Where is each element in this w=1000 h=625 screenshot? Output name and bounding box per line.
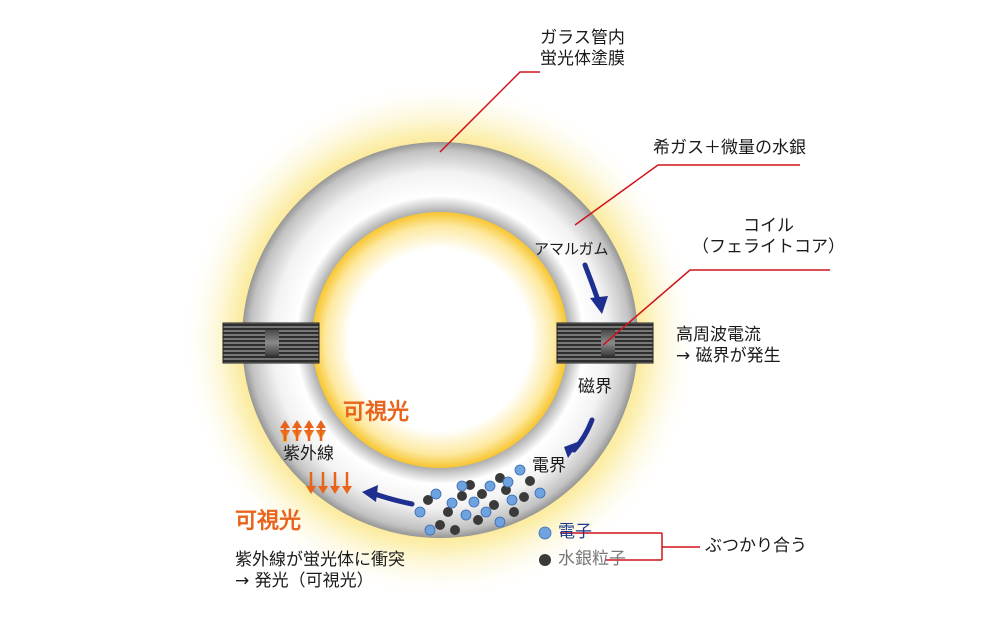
electron-particles bbox=[414, 464, 546, 536]
collide-label: ぶつかり合う bbox=[705, 536, 807, 556]
coil-line2: （フェライトコア） bbox=[692, 237, 845, 258]
flow-arrows bbox=[372, 262, 601, 507]
amalgam-label: アマルガム bbox=[534, 240, 609, 258]
uv-collision-line1: 紫外線が蛍光体に衝突 bbox=[235, 550, 405, 570]
electron-label: 電子 bbox=[558, 522, 592, 542]
coil-left bbox=[222, 322, 320, 364]
hf-current-line2: → 磁界が発生 bbox=[676, 346, 781, 367]
glass-tube-line1: ガラス管内 bbox=[540, 28, 625, 48]
uv-collision-line2: → 発光（可視光） bbox=[235, 571, 374, 592]
gas-label: 希ガス＋微量の水銀 bbox=[653, 138, 806, 158]
coil-label: コイル （フェライトコア） bbox=[692, 216, 845, 259]
visible-light-outer: 可視光 bbox=[235, 509, 302, 534]
hf-current-line1: 高周波電流 bbox=[676, 325, 761, 345]
mercury-particles bbox=[423, 473, 535, 535]
hf-current-label: 高周波電流 → 磁界が発生 bbox=[676, 325, 781, 368]
inner-hole bbox=[312, 212, 568, 468]
uv-label: 紫外線 bbox=[283, 444, 334, 464]
visible-light-inner: 可視光 bbox=[343, 400, 410, 425]
leader-lines bbox=[439, 71, 830, 561]
coil-line1: コイル bbox=[743, 216, 794, 236]
mercury-label: 水銀粒子 bbox=[558, 549, 626, 569]
uv-arrows bbox=[280, 420, 352, 494]
electron-legend-dot bbox=[538, 526, 552, 540]
uv-collision-label: 紫外線が蛍光体に衝突 → 発光（可視光） bbox=[235, 550, 405, 593]
flow-arrow-heads bbox=[362, 296, 608, 502]
glass-tube-label: ガラス管内 蛍光体塗膜 bbox=[540, 28, 625, 71]
electric-field-label: 電界 bbox=[532, 456, 566, 476]
magnetic-field-label: 磁界 bbox=[578, 377, 612, 397]
mercury-legend-dot bbox=[539, 554, 551, 566]
glass-tube-line2: 蛍光体塗膜 bbox=[540, 49, 625, 70]
